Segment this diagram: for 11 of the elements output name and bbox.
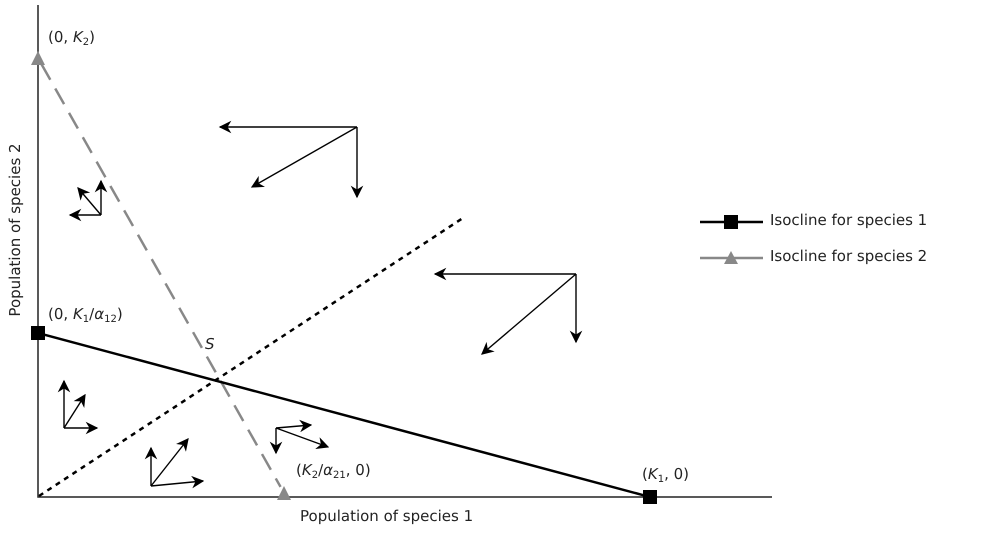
point-label: (K$_{1}$, 0) bbox=[642, 465, 690, 485]
isocline-line bbox=[40, 63, 282, 488]
isocline-line bbox=[44, 334, 644, 496]
point-label: (0, K$_{2}$) bbox=[48, 28, 96, 48]
eq-point-label: S bbox=[205, 335, 215, 353]
legend-label: Isocline for species 1 bbox=[770, 211, 928, 229]
axis-title: Population of species 1 bbox=[300, 507, 474, 525]
point-label: (0, K$_{1}$/α$_{12}$) bbox=[48, 305, 123, 325]
point-label: (K$_{2}$/α$_{21}$, 0) bbox=[296, 461, 371, 481]
legend-label: Isocline for species 2 bbox=[770, 247, 928, 265]
axis-title: Population of species 2 bbox=[6, 143, 24, 317]
